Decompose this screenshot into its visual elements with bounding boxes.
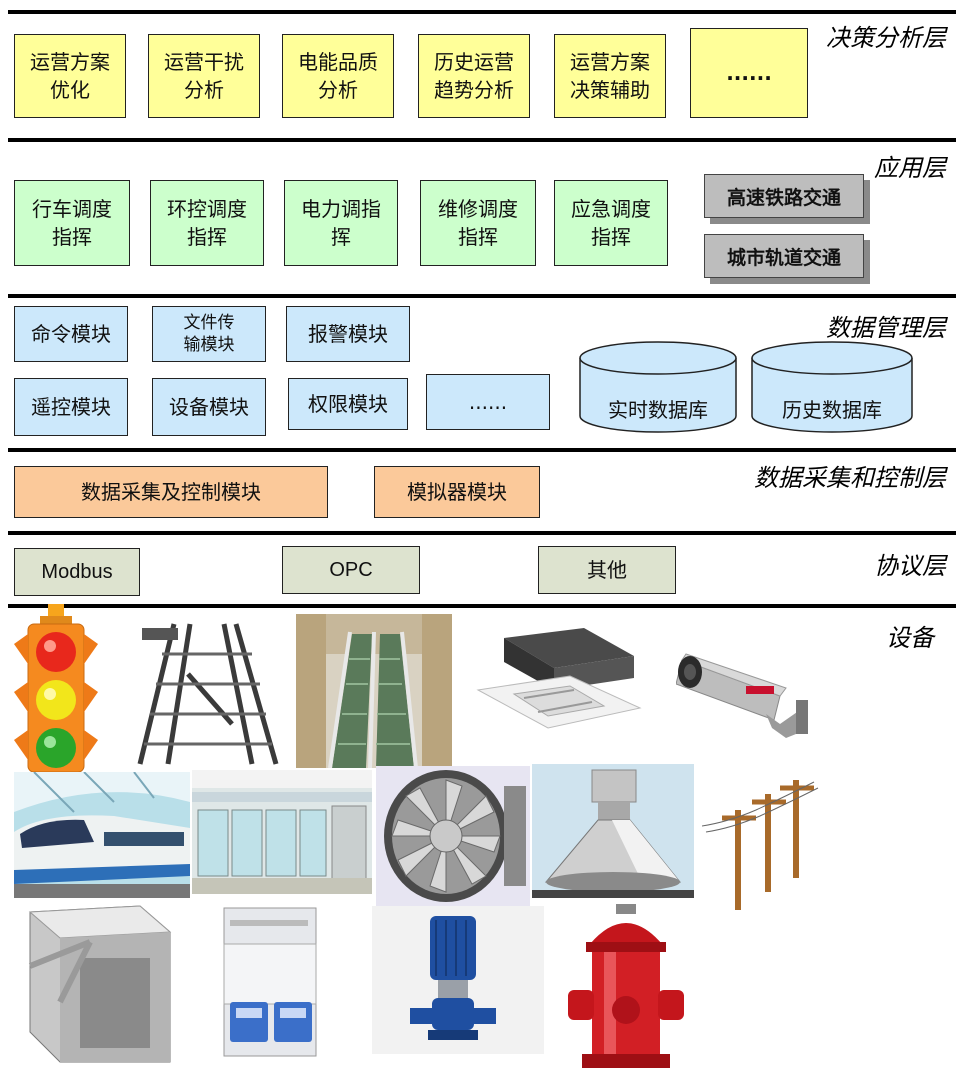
box-line-2: 指挥	[591, 225, 631, 249]
dm-device-module: 设备模块	[152, 378, 266, 436]
database-label: 历史数据库	[782, 398, 882, 422]
box-line-2: 输模块	[183, 335, 235, 355]
box-line-1: 历史运营	[434, 50, 514, 74]
layer-title-device: 设备	[886, 624, 934, 652]
app-box-power-dispatch: 电力调指挥	[284, 180, 398, 266]
box-line-1: 文件传	[183, 313, 235, 333]
traffic-light-icon	[14, 604, 98, 772]
box-line-2: 优化	[50, 78, 90, 102]
box-line-2: 指挥	[458, 225, 498, 249]
dm-command-module: 命令模块	[14, 306, 128, 362]
decision-box-disruption: 运营干扰分析	[148, 34, 260, 118]
protocol-modbus: Modbus	[14, 548, 140, 596]
escalator-icon	[296, 614, 452, 768]
box-line-2: 决策辅助	[570, 78, 650, 102]
box-line-1: ......	[726, 61, 772, 85]
dm-remote-control-module: 遥控模块	[14, 378, 128, 436]
high-bay-lamp-icon	[532, 764, 694, 898]
database-cylinder-icon	[751, 341, 913, 433]
power-pole-icon	[702, 780, 819, 910]
separator-application	[8, 138, 956, 142]
app-side-high-speed-rail: 高速铁路交通	[704, 174, 864, 218]
box-line-1: 行车调度	[32, 197, 112, 221]
separator-acquisition	[8, 448, 956, 452]
decision-box-power-quality: 电能品质分析	[282, 34, 394, 118]
database-cylinder-icon	[579, 341, 737, 433]
dm-alarm-module: 报警模块	[286, 306, 410, 362]
box-line-2: 挥	[331, 225, 351, 249]
separator-decision	[8, 10, 956, 14]
box-line-1: 运营方案	[30, 50, 110, 74]
train-icon	[14, 772, 190, 898]
box-line-1: 运营方案	[570, 50, 650, 74]
decision-box-decision-support: 运营方案决策辅助	[554, 34, 666, 118]
dm-more-module: ......	[426, 374, 550, 430]
box-line-2: 指挥	[187, 225, 227, 249]
protocol-other: 其他	[538, 546, 676, 594]
box-line-1: 电力调指	[301, 197, 381, 221]
app-box-train-dispatch: 行车调度指挥	[14, 180, 130, 266]
box-line-1: 电能品质	[298, 50, 378, 74]
separator-data-mgmt	[8, 294, 956, 298]
box-line-1: 运营干扰	[164, 50, 244, 74]
platform-door-icon	[192, 770, 372, 894]
cctv-camera-icon	[676, 653, 808, 738]
box-line-1: 应急调度	[571, 197, 651, 221]
circuit-breaker-icon	[223, 907, 317, 1057]
app-box-emergency-dispatch: 应急调度指挥	[554, 180, 668, 266]
fire-hydrant-icon	[568, 904, 684, 1068]
layer-title-application: 应用层	[874, 154, 946, 182]
decision-box-history-trend: 历史运营趋势分析	[418, 34, 530, 118]
box-line-2: 分析	[318, 78, 358, 102]
turnstile-icon	[28, 905, 172, 1063]
layer-title-data-mgmt: 数据管理层	[826, 314, 946, 342]
database-label: 实时数据库	[608, 398, 708, 422]
dm-file-transfer-module: 文件传输模块	[152, 306, 266, 362]
axial-fan-icon	[376, 766, 530, 906]
dm-permission-module: 权限模块	[288, 378, 408, 430]
box-line-2: 分析	[184, 78, 224, 102]
cassette-ac-icon	[476, 628, 642, 729]
app-side-urban-rail: 城市轨道交通	[704, 234, 864, 278]
box-line-2: 趋势分析	[434, 78, 514, 102]
decision-box-ops-optimize: 运营方案优化	[14, 34, 126, 118]
separator-protocol	[8, 531, 956, 535]
app-box-maintenance-dispatch: 维修调度指挥	[420, 180, 536, 266]
layer-title-protocol: 协议层	[874, 552, 946, 580]
acq-control-module: 数据采集及控制模块	[14, 466, 328, 518]
box-line-1: 维修调度	[438, 197, 518, 221]
app-box-env-dispatch: 环控调度指挥	[150, 180, 264, 266]
box-line-2: 指挥	[52, 225, 92, 249]
realtime-database: 实时数据库	[578, 340, 738, 434]
history-database: 历史数据库	[750, 340, 914, 434]
separator-device	[8, 604, 956, 608]
simulator-module: 模拟器模块	[374, 466, 540, 518]
layer-title-decision: 决策分析层	[826, 24, 946, 52]
protocol-opc: OPC	[282, 546, 420, 594]
box-line-1: 环控调度	[167, 197, 247, 221]
layer-title-acquisition: 数据采集和控制层	[754, 464, 946, 492]
rail-switch-icon	[132, 614, 282, 770]
water-pump-icon	[372, 906, 544, 1054]
decision-box-more: ......	[690, 28, 808, 118]
